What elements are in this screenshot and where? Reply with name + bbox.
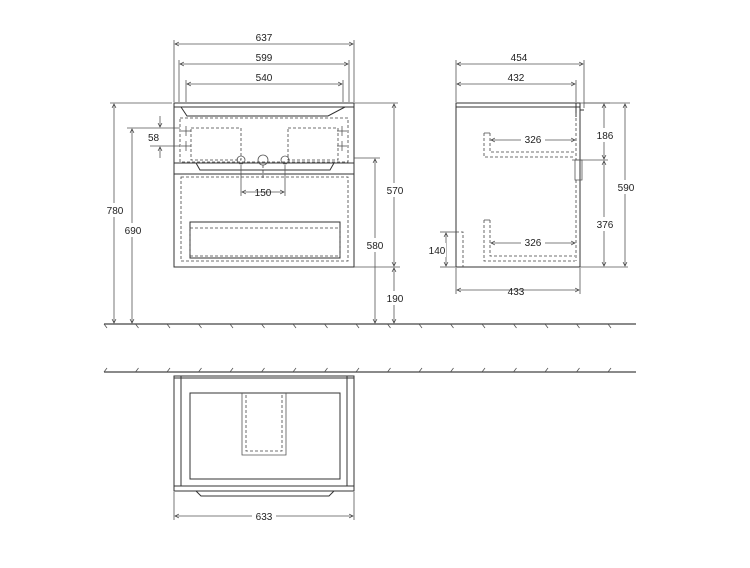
side-height-186-label: 186 [597, 131, 614, 142]
side-height-590-label: 590 [618, 183, 635, 194]
front-height-570-label: 570 [387, 186, 404, 197]
side-depth-overall-label: 454 [511, 53, 528, 64]
top-width-label: 633 [256, 512, 273, 523]
front-height-190-label: 190 [387, 294, 404, 305]
side-height-140-label: 140 [429, 246, 446, 257]
side-drawer-lower-label: 326 [525, 238, 542, 249]
side-view: 454 432 326 326 433 140 186 376 [428, 53, 637, 298]
top-cabinet-outline [173, 375, 355, 492]
side-cabinet-outline [455, 102, 581, 268]
floor-line [103, 323, 636, 329]
front-height-floor-label: 690 [125, 226, 142, 237]
side-drawer-upper-label: 326 [525, 135, 542, 146]
side-height-376-label: 376 [597, 220, 614, 231]
front-view: 637 599 540 150 58 780 690 [105, 33, 405, 323]
front-spacing-150-label: 150 [255, 188, 272, 199]
front-offset-58-label: 58 [148, 133, 160, 144]
front-height-580-label: 580 [367, 241, 384, 252]
front-width-overall-label: 637 [256, 33, 273, 44]
wall-line-top [103, 367, 636, 373]
side-depth-bottom-label: 433 [508, 287, 525, 298]
front-cabinet-outline [173, 102, 355, 268]
front-width-inner-label: 540 [256, 73, 273, 84]
front-width-top-label: 599 [256, 53, 273, 64]
top-view: 633 [173, 375, 355, 523]
side-depth-432-label: 432 [508, 73, 525, 84]
front-height-total-label: 780 [107, 206, 124, 217]
